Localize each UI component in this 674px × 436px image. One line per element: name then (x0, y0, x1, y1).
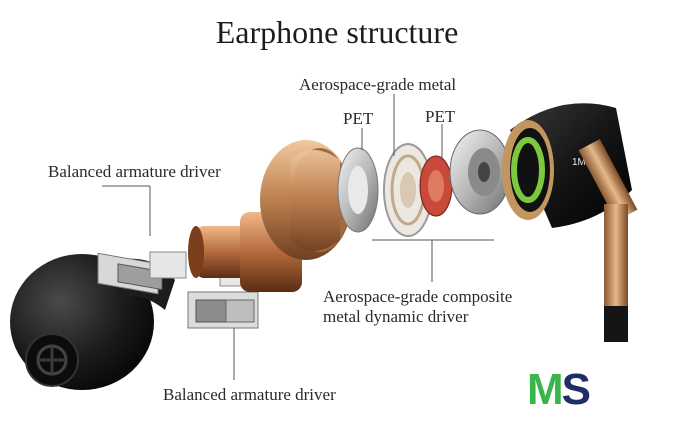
diagram-title: Earphone structure (215, 14, 459, 50)
label-pet-left: PET (343, 109, 374, 128)
earphone-stem (578, 139, 638, 342)
balanced-armature-driver-top (97, 251, 187, 295)
label-aerospace-grade-metal: Aerospace-grade metal (299, 75, 457, 94)
label-composite-driver-line2: metal dynamic driver (323, 307, 469, 326)
gold-front-shell (260, 140, 352, 260)
aerospace-metal-diaphragm (383, 143, 433, 237)
leader-lines (102, 94, 494, 380)
rear-housing: 1MORE (502, 103, 632, 228)
watermark-letter-m: M (527, 365, 564, 414)
dynamic-driver-magnet (449, 129, 511, 215)
watermark-letter-s: S (561, 365, 591, 414)
label-ba-driver-top: Balanced armature driver (48, 162, 221, 181)
pet-diaphragm-right (419, 155, 453, 217)
label-composite-driver-line1: Aerospace-grade composite (323, 287, 513, 306)
pet-diaphragm-left (337, 147, 379, 233)
watermark-logo: MS (527, 365, 591, 414)
label-ba-driver-bottom: Balanced armature driver (163, 385, 336, 404)
label-pet-right: PET (425, 107, 456, 126)
